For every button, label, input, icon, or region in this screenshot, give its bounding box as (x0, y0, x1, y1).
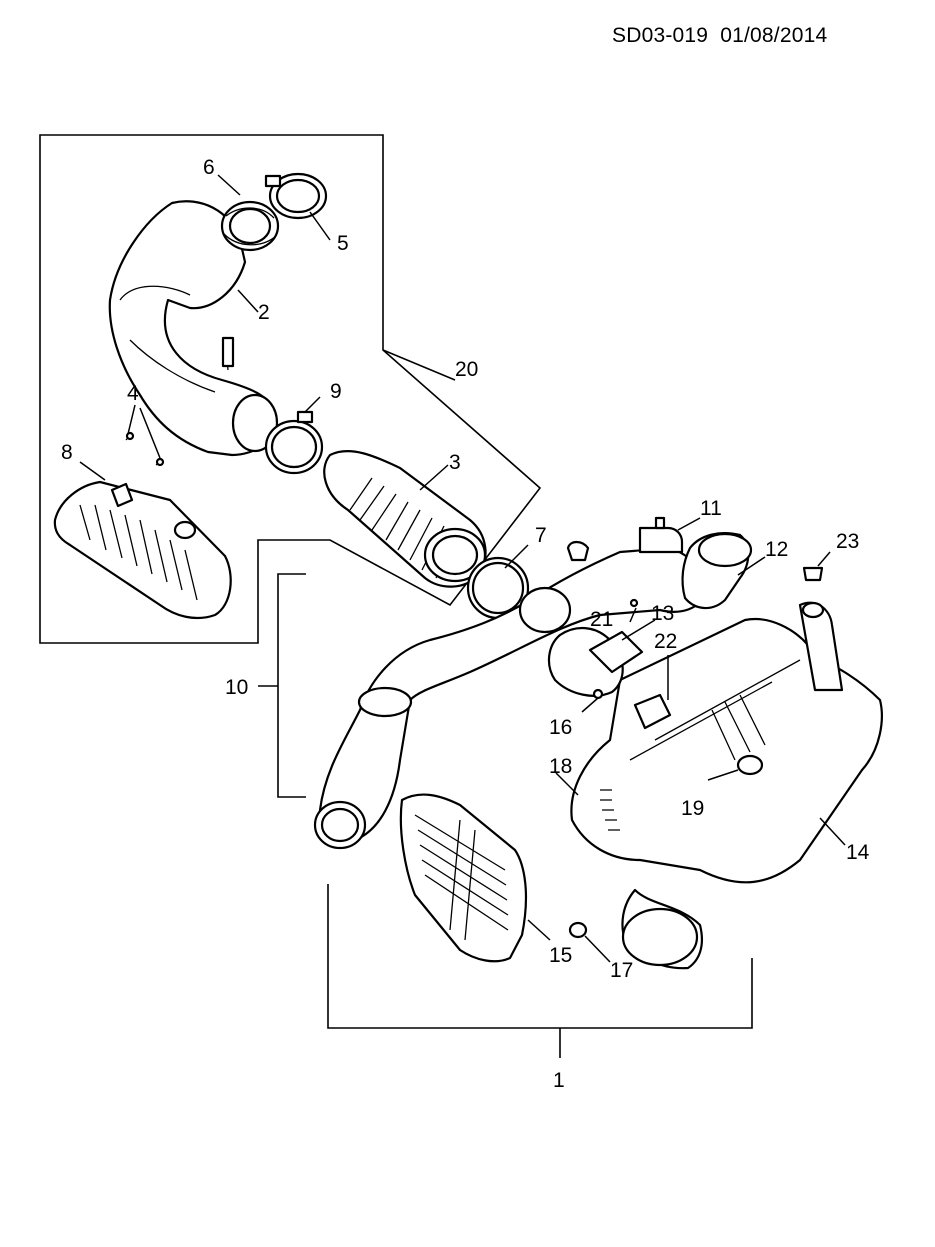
filter-grommet (568, 921, 588, 939)
callout-3: 3 (449, 451, 461, 474)
callout-16: 16 (549, 716, 572, 739)
bracket-1 (327, 884, 753, 1058)
callout-12: 12 (765, 538, 788, 561)
engine-cover-plate (53, 480, 232, 620)
diagram-reference-header: SD03-019 01/08/2014 (612, 24, 828, 47)
assembly-frame-20 (39, 134, 542, 644)
air-filter-element (399, 793, 528, 963)
sensor-plug (638, 516, 684, 554)
callout-9: 9 (330, 380, 342, 403)
leader-lines (79, 174, 846, 963)
control-module (588, 630, 644, 674)
callout-13: 13 (651, 602, 674, 625)
wiring-connector (633, 693, 672, 730)
callout-7: 7 (535, 524, 547, 547)
bracket-10 (258, 573, 306, 798)
callout-11: 11 (700, 497, 722, 520)
callout-22: 22 (654, 630, 677, 653)
callout-15: 15 (549, 944, 572, 967)
callout-19: 19 (681, 797, 704, 820)
callout-17: 17 (610, 959, 633, 982)
bellows-hose (323, 450, 487, 588)
grommet-ring (220, 200, 280, 252)
hose-clamp-top (264, 172, 328, 220)
callout-8: 8 (61, 441, 73, 464)
callout-1: 1 (553, 1069, 565, 1092)
hose-clamp-duct (264, 410, 324, 475)
screw-pair (125, 431, 165, 467)
callout-20: 20 (455, 358, 478, 381)
callout-23: 23 (836, 530, 859, 553)
callout-21: 21 (590, 608, 613, 631)
callout-14: 14 (846, 841, 870, 864)
callout-6: 6 (203, 156, 215, 179)
callout-5: 5 (337, 232, 349, 255)
callout-4: 4 (127, 382, 139, 405)
resonator-duct (108, 200, 279, 457)
callout-10: 10 (225, 676, 248, 699)
air-cleaner-housing (570, 601, 883, 970)
mounting-grommet (802, 566, 824, 582)
callout-2: 2 (258, 301, 270, 324)
intake-elbow-hose (566, 531, 753, 610)
hose-clamp-mid (466, 556, 530, 620)
callout-18: 18 (549, 755, 572, 778)
module-screws (592, 598, 639, 700)
